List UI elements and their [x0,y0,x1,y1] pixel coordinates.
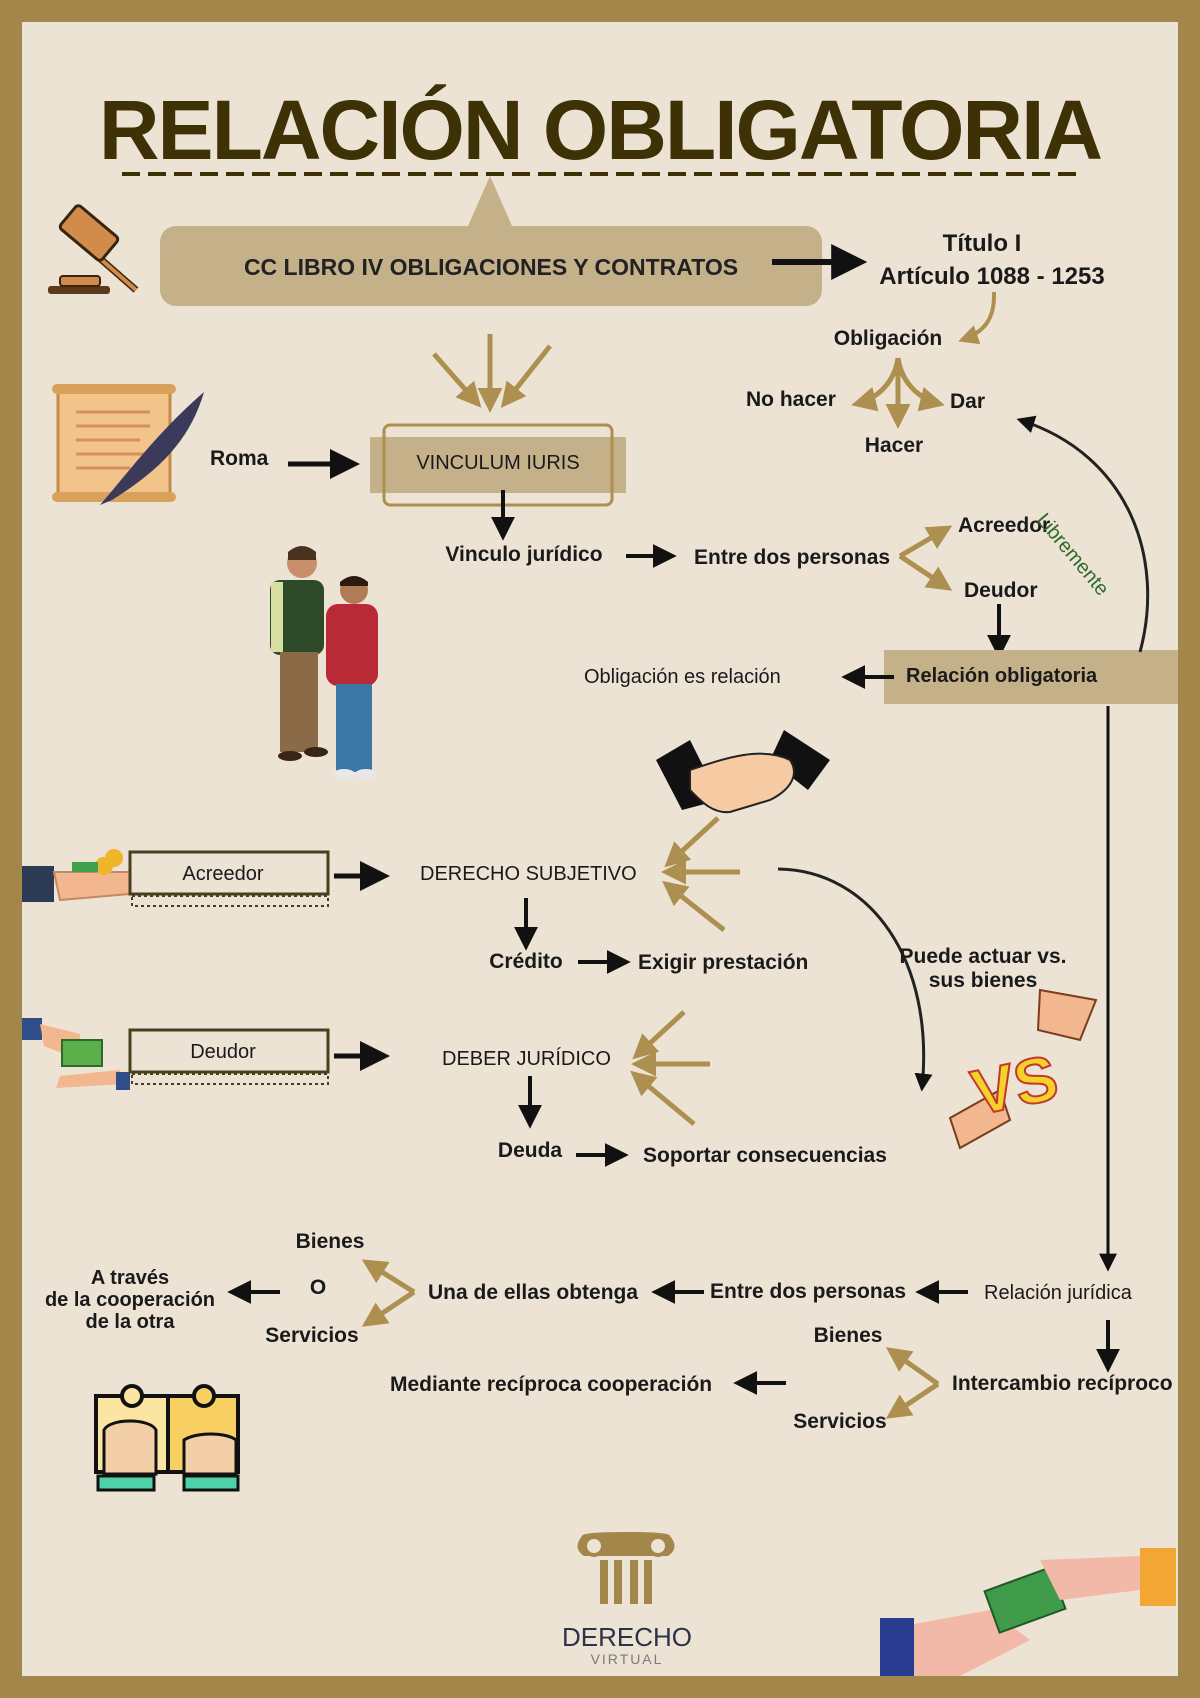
vs-label: VS [964,1040,1064,1130]
hand-coins-icon [22,849,136,902]
poster-frame: RELACIÓN OBLIGATORIA CC LIBRO IV OBLIGAC… [22,22,1178,1676]
relacion-obligatoria-label: Relación obligatoria [906,665,1098,687]
arrows-into-vinculum [432,334,552,413]
entre-dos-personas-2: Entre dos personas [710,1280,907,1303]
titulo-label: Título I [942,230,1022,257]
deber-juridico-label: DEBER JURÍDICO [442,1048,611,1070]
atraves-line-3: de la otra [85,1311,175,1333]
people-icon [270,546,378,779]
deudor-tag-label: Deudor [190,1041,256,1063]
intercambio-fork [885,1347,940,1419]
soportar-label: Soportar consecuencias [643,1144,887,1167]
servicios-label: Servicios [265,1324,359,1347]
atraves-line-1: A través [90,1267,170,1289]
relacion-box-bg [884,650,1178,704]
credito-label: Crédito [489,950,563,973]
acreedor-tag-label: Acreedor [182,863,264,885]
scroll-quill-icon [52,384,204,505]
arrows-into-deber [630,1010,710,1126]
articulo-label: Artículo 1088 - 1253 [879,263,1105,290]
logo-sub: VIRTUAL [590,1651,664,1667]
gavel-icon [48,204,139,294]
money-exchange-icon [880,1548,1176,1676]
arrows-into-derecho [661,816,740,932]
obtenga-label: Una de ellas obtenga [428,1281,639,1304]
entre-label: Entre dos personas [694,546,891,569]
bienes2-label: Bienes [813,1324,883,1347]
puzzle-hands-icon [94,1384,240,1492]
title-pointer [468,176,512,226]
intercambio-label: Intercambio recíproco [952,1372,1173,1395]
atraves-line-2: de la cooperación [44,1289,216,1311]
puede-line-1: Puede actuar vs. [899,945,1067,968]
vs-fists-icon [948,988,1098,1150]
dar-label: Dar [950,390,986,413]
o-label: O [309,1276,327,1299]
derecho-subjetivo-label: DERECHO SUBJETIVO [420,863,637,885]
acreedor-label: Acreedor [958,514,1051,537]
puede-line-2: sus bienes [928,969,1038,992]
code-box-bg [160,226,822,306]
diagram-graphics [22,172,1178,1676]
vinculum-label: VINCULUM IURIS [416,452,580,474]
relacion-juridica-label: Relación jurídica [984,1282,1132,1304]
acreedor-tag-shape [128,850,330,907]
deudor-tag-shape [128,1028,330,1085]
logo-name: DERECHO [561,1622,693,1652]
deudor-label: Deudor [964,579,1038,602]
vinculum-box-bg [370,437,626,493]
servicios2-label: Servicios [793,1410,887,1433]
bienes-label: Bienes [295,1230,365,1253]
roma-label: Roma [210,447,269,470]
vinculo-label: Vinculo jurídico [445,543,603,566]
hacer-label: Hacer [864,434,924,457]
obtenga-fork [361,1259,416,1327]
exigir-label: Exigir prestación [638,951,809,974]
obligacion-fork [851,357,945,429]
hand-cash-icon [22,1018,130,1090]
handshake-icon [656,730,830,814]
arrow-titulo-obligacion [958,291,997,345]
page-title: RELACIÓN OBLIGATORIA [98,83,1103,177]
code-box-label: CC LIBRO IV OBLIGACIONES Y CONTRATOS [243,254,739,280]
no-hacer-label: No hacer [746,388,836,411]
libremente-arrow [1016,415,1150,653]
deuda-label: Deuda [497,1139,563,1162]
obligacion-es-relacion-label: Obligación es relación [584,666,781,688]
column-icon [577,1532,675,1604]
obligacion-label: Obligación [833,327,943,350]
puede-arrow [777,867,933,1092]
entre-fork [898,525,953,591]
mediante-label: Mediante recíproca cooperación [390,1373,713,1396]
vinculum-box-border [382,423,614,507]
